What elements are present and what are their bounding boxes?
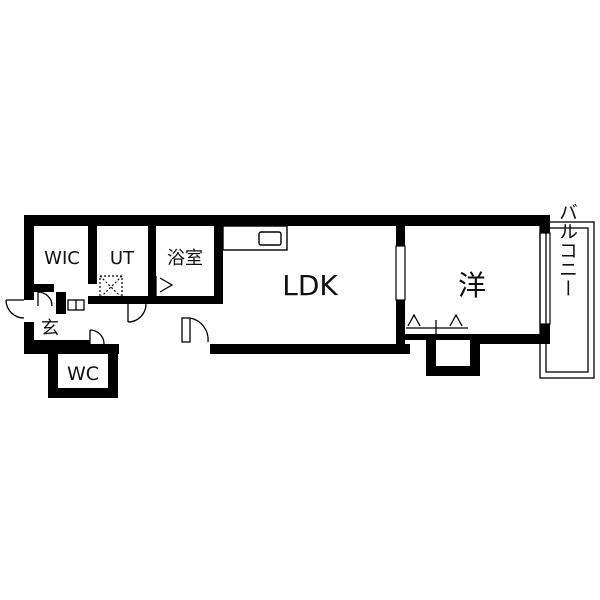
room-label-ut: UT bbox=[110, 248, 135, 269]
wall-left-upper bbox=[24, 215, 34, 300]
wc-wall-left bbox=[48, 344, 58, 398]
wall-ut-bath bbox=[148, 226, 156, 304]
walls bbox=[24, 215, 550, 398]
wall-wic-bottom bbox=[34, 284, 54, 292]
wc-wall-right bbox=[108, 344, 118, 398]
wall-bottom-western bbox=[470, 334, 550, 344]
bath-door-icon bbox=[155, 276, 174, 296]
wall-ldk-western-lower bbox=[396, 300, 405, 348]
wc-wall-bottom bbox=[48, 388, 118, 398]
wall-bottom-left bbox=[24, 344, 119, 354]
room-label-ldk: LDK bbox=[282, 269, 338, 302]
washer-space bbox=[99, 275, 123, 299]
room-label-wic: WIC bbox=[44, 248, 80, 269]
closet-door-icon bbox=[406, 313, 468, 334]
wall-ldk-western bbox=[396, 226, 405, 246]
sink-icon bbox=[258, 231, 282, 246]
wall-entry-bottom bbox=[34, 340, 90, 344]
kitchen bbox=[222, 225, 288, 251]
closet-notch-bottom bbox=[426, 366, 480, 376]
closet-notch-right bbox=[470, 334, 480, 376]
window-balcony bbox=[539, 232, 551, 325]
wall-right-upper bbox=[540, 215, 550, 233]
room-label-wc: WC bbox=[67, 363, 99, 385]
washer-icon bbox=[99, 275, 123, 299]
wc-door-icon bbox=[89, 329, 105, 345]
doors bbox=[5, 276, 468, 345]
room-label-balcony: バルコニー bbox=[556, 203, 578, 298]
wall-left-lower bbox=[24, 322, 34, 354]
wall-ut-bottom bbox=[88, 296, 223, 304]
wall-bath-ldk bbox=[214, 226, 223, 304]
room-labels: WIC UT 浴室 LDK 洋 玄 WC バルコニー bbox=[41, 203, 578, 386]
wic-door-icon bbox=[37, 291, 53, 307]
window-ldk-western bbox=[395, 245, 406, 301]
wall-top bbox=[24, 215, 550, 226]
room-label-entrance: 玄 bbox=[41, 318, 59, 339]
ut-door-icon bbox=[127, 303, 147, 323]
entrance-door-icon bbox=[5, 299, 25, 319]
kitchen-counter bbox=[222, 225, 288, 251]
ldk-door-icon bbox=[181, 317, 209, 343]
wall-western-bottom bbox=[405, 334, 470, 340]
closet-notch-left bbox=[426, 340, 436, 376]
room-label-bath: 浴室 bbox=[167, 248, 203, 269]
wall-entry-mid bbox=[56, 292, 66, 314]
room-label-western: 洋 bbox=[458, 269, 486, 302]
balcony bbox=[539, 221, 595, 379]
wall-bottom-ldk bbox=[210, 344, 410, 354]
wall-wic-ut bbox=[88, 226, 97, 284]
